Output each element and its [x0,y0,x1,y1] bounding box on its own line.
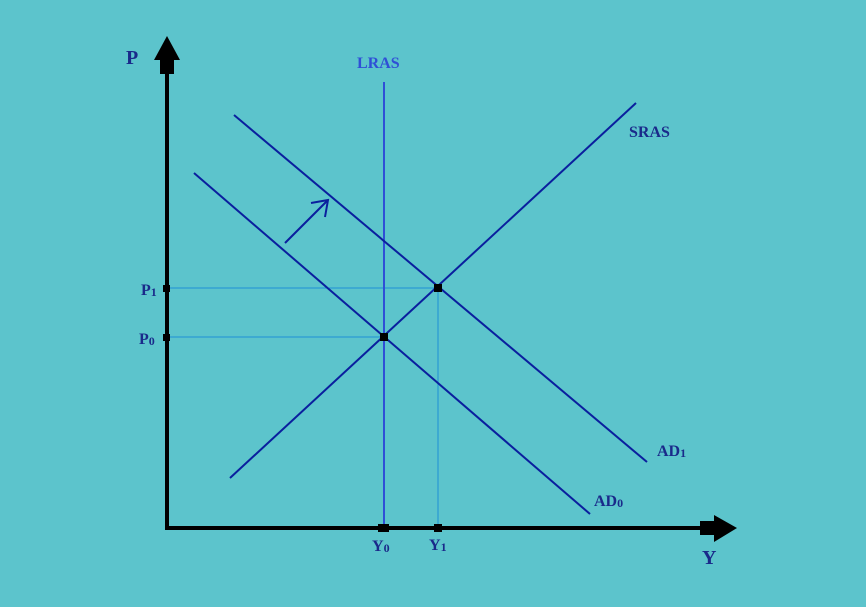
y-axis-label: P [126,47,138,69]
x-axis-label: Y [702,547,717,569]
y0-tick [378,524,389,532]
equilibrium-point-0 [380,333,388,341]
y1-label: Y1 [429,537,447,554]
lras-label: LRAS [357,55,400,72]
y-axis [154,36,180,529]
shift-arrow-icon [284,198,330,244]
sras-curve [229,102,637,479]
y0-label: Y0 [372,538,390,555]
equilibrium-point-1 [434,284,442,292]
ad1-label: AD1 [657,443,686,460]
x-axis [165,515,737,542]
p1-tick [163,285,170,292]
ad0-curve [193,172,591,515]
y1-tick [434,524,442,532]
p1-label: P1 [141,282,157,299]
p0-label: P0 [139,331,155,348]
sras-label: SRAS [629,124,670,141]
p0-tick [163,334,170,341]
ad0-label: AD0 [594,493,623,510]
